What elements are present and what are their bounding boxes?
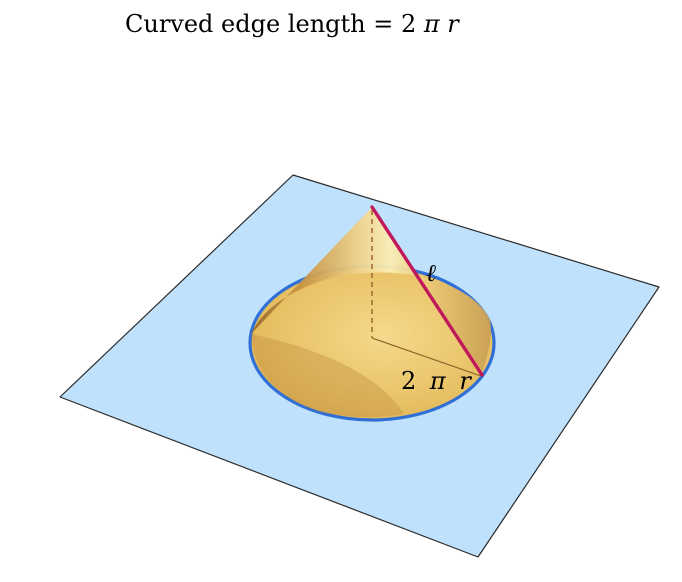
radius-line [371, 337, 482, 377]
arc-label-coef: 2 [401, 367, 416, 395]
arc-label-r: r [459, 367, 472, 395]
slant-edge [370, 205, 484, 377]
title-prefix: Curved edge length = 2 [125, 10, 424, 38]
arc-label-pi: π [429, 367, 447, 395]
arc-length-label: 2 π r [401, 367, 472, 395]
title-pi: π [423, 10, 440, 38]
slant-label: ℓ [426, 259, 436, 287]
cone-base [250, 266, 494, 420]
cone-lower-shade [251, 334, 404, 418]
cone-surface [251, 207, 491, 372]
title-r: r [447, 10, 459, 38]
diagram-title: Curved edge length = 2 π r [125, 10, 459, 38]
